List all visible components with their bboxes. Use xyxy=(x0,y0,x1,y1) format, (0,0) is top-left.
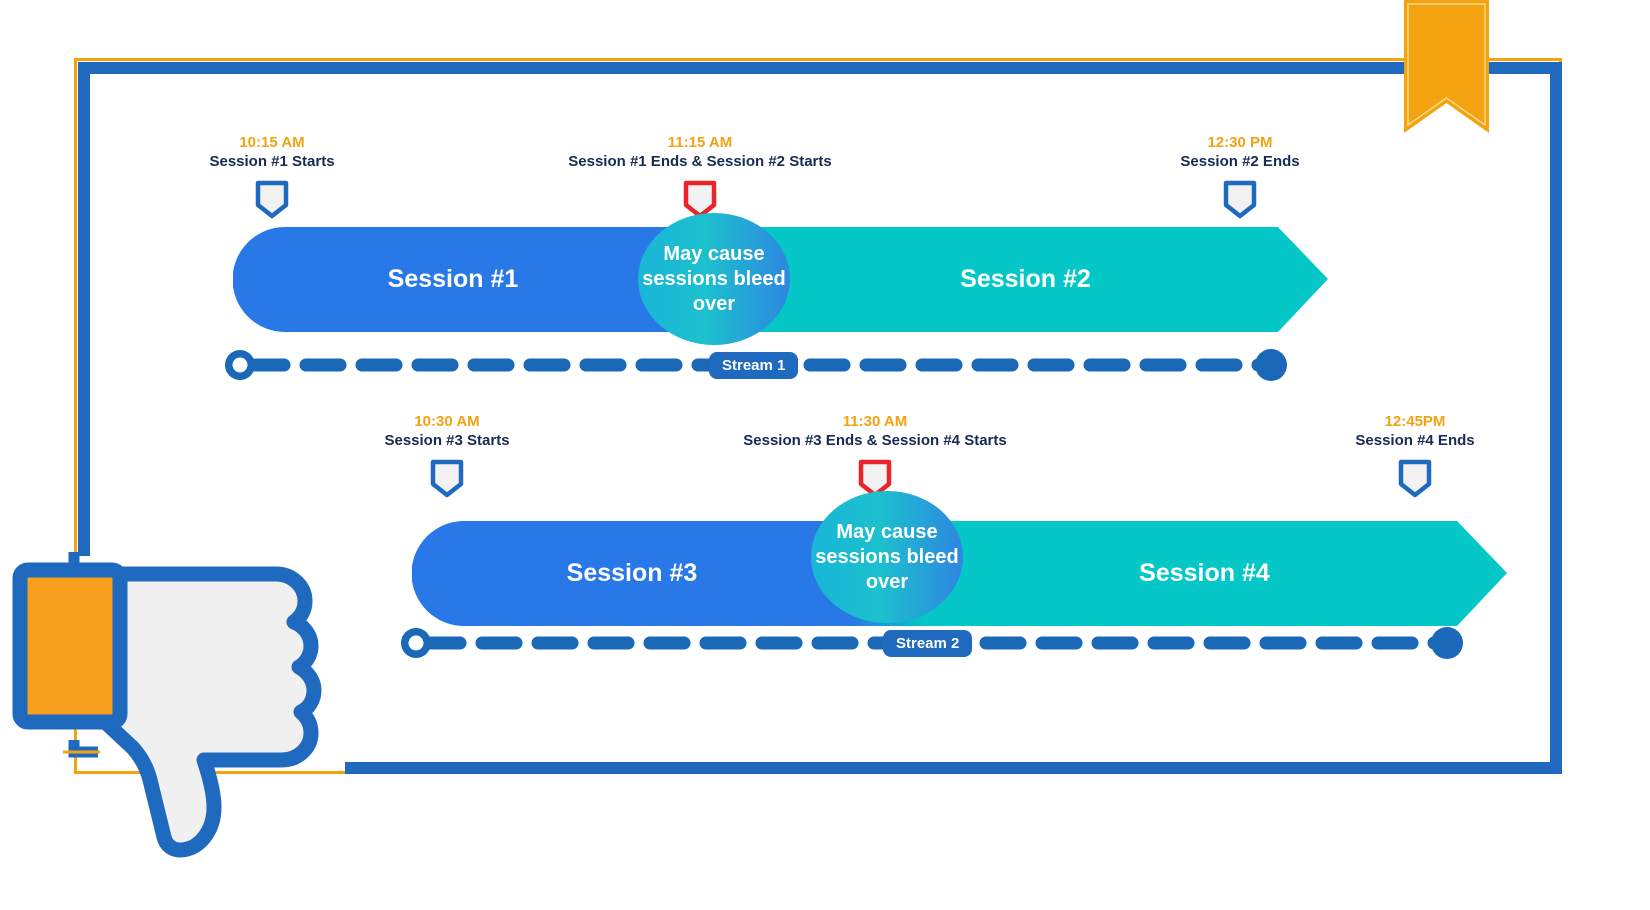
marker-time: 11:15 AM xyxy=(667,134,733,151)
stream-2-badge: Stream 2 xyxy=(883,630,973,657)
marker-stream1-overlap: 11:15 AM Session #1 Ends & Session #2 St… xyxy=(520,134,880,219)
stream-2-session-bar: Session #3 Session #4 xyxy=(412,521,1522,626)
bookmark-ribbon-icon xyxy=(1404,0,1489,133)
frame-blue-right xyxy=(1550,62,1562,774)
marker-label: Session #3 Ends & Session #4 Starts xyxy=(743,432,1007,449)
stream-1-badge: Stream 1 xyxy=(709,352,799,379)
frame-blue-bottom xyxy=(345,762,1562,774)
frame-blue-left xyxy=(78,62,90,556)
pentagon-pin-icon xyxy=(857,458,893,498)
frame-blue-top xyxy=(78,62,1562,74)
marker-stream2-overlap: 11:30 AM Session #3 Ends & Session #4 St… xyxy=(695,413,1055,498)
marker-label: Session #1 Starts xyxy=(209,153,335,170)
pentagon-pin-icon xyxy=(1222,179,1258,219)
stream-2-overlap-bubble: May cause sessions bleed over xyxy=(811,491,963,623)
pentagon-pin-icon xyxy=(1397,458,1433,498)
pentagon-pin-icon xyxy=(682,179,718,219)
marker-time: 10:30 AM xyxy=(414,413,480,430)
marker-time: 12:45PM xyxy=(1384,413,1446,430)
pentagon-pin-icon xyxy=(429,458,465,498)
thumbs-down-icon xyxy=(8,552,338,872)
marker-stream1-start: 10:15 AM Session #1 Starts xyxy=(160,134,384,219)
marker-time: 12:30 PM xyxy=(1207,134,1273,151)
marker-stream2-end: 12:45PM Session #4 Ends xyxy=(1310,413,1520,498)
stream-1-overlap-bubble: May cause sessions bleed over xyxy=(638,213,790,345)
marker-stream1-end: 12:30 PM Session #2 Ends xyxy=(1135,134,1345,219)
marker-stream2-start: 10:30 AM Session #3 Starts xyxy=(335,413,559,498)
marker-time: 11:30 AM xyxy=(842,413,908,430)
marker-label: Session #4 Ends xyxy=(1355,432,1475,449)
marker-label: Session #2 Ends xyxy=(1180,153,1300,170)
marker-label: Session #3 Starts xyxy=(384,432,510,449)
marker-label: Session #1 Ends & Session #2 Starts xyxy=(568,153,832,170)
marker-time: 10:15 AM xyxy=(239,134,305,151)
pentagon-pin-icon xyxy=(254,179,290,219)
